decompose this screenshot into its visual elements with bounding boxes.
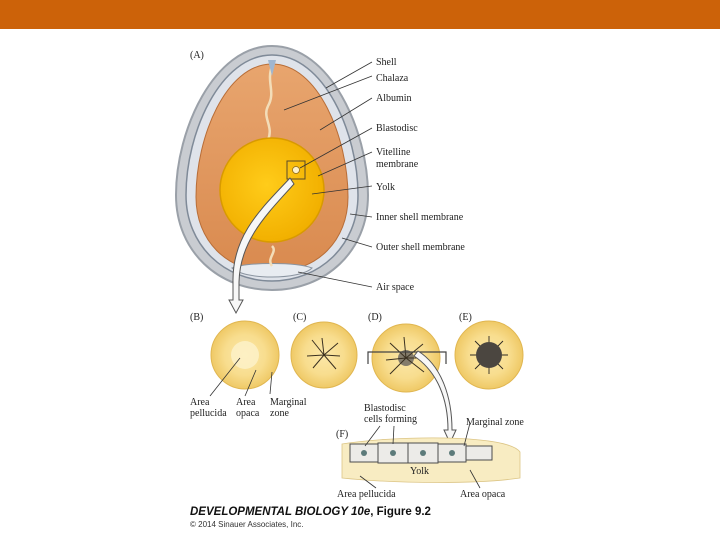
panel-a-label: (A) [190, 50, 204, 61]
label-blastodisc: Blastodisc [376, 123, 418, 134]
label-vitelline-2: membrane [376, 159, 419, 170]
egg-leader-lines [283, 61, 373, 288]
yolk [219, 137, 325, 243]
label-chalaza: Chalaza [376, 73, 409, 84]
copyright: © 2014 Sinauer Associates, Inc. [190, 520, 304, 529]
label-outer-shell: Outer shell membrane [376, 242, 465, 253]
label-marginal: Marginal [270, 397, 307, 408]
label-air-space: Air space [376, 282, 415, 293]
panel-d: (D) [367, 312, 457, 445]
label-shell: Shell [376, 57, 397, 68]
section-bracket [367, 351, 447, 364]
panel-c-label: (C) [293, 312, 306, 323]
air-space [231, 263, 313, 278]
caption-figure: , Figure 9.2 [370, 506, 431, 518]
panel-e-label: (E) [459, 312, 472, 323]
shell-tip [268, 60, 276, 76]
disc-e-center [476, 342, 502, 368]
label-opaca: opaca [236, 408, 260, 419]
disc-c-cleavage [306, 337, 341, 370]
label-section-yolk: Yolk [410, 466, 429, 477]
label-blastodisc-cells-1: Blastodisc [364, 403, 406, 414]
caption-edition: e [363, 506, 371, 518]
disc-e-rays [470, 336, 508, 374]
chalaza-bottom [269, 245, 275, 267]
blastodisc-box [286, 160, 306, 180]
label-area-opaca: Area opaca [460, 489, 506, 500]
arrow-d-to-f [413, 350, 457, 445]
label-blastodisc-cells-2: cells forming [364, 414, 417, 425]
label-area-1: Area [190, 397, 210, 408]
label-inner-shell: Inner shell membrane [376, 212, 464, 223]
disc-b-pellucida [231, 341, 259, 369]
panel-c: (C) [290, 312, 358, 389]
label-area-2: Area [236, 397, 256, 408]
label-area-pellucida: Area pellucida [337, 489, 396, 500]
figure-caption: DEVELOPMENTAL BIOLOGY 10e, Figure 9.2 [190, 506, 431, 518]
blastodisc [292, 166, 300, 174]
label-marginal-zone: Marginal zone [466, 417, 524, 428]
chalaza-top [265, 65, 274, 141]
disc-d-cleavage [385, 336, 427, 375]
caption-title: DEVELOPMENTAL BIOLOGY 10 [190, 506, 364, 518]
header-bar [0, 0, 720, 29]
panel-b-label: (B) [190, 312, 203, 323]
panel-f: (F) Blastodisc cells forming Marginal zo… [336, 403, 524, 500]
label-albumin: Albumin [376, 93, 412, 104]
panel-e: (E) [454, 312, 524, 390]
egg-labels: Shell Chalaza Albumin Blastodisc Vitelli… [376, 57, 465, 293]
cell-nuclei [361, 450, 455, 456]
label-vitelline-1: Vitelline [376, 147, 411, 158]
label-zone: zone [270, 408, 289, 419]
panel-f-label: (F) [336, 429, 348, 440]
label-yolk: Yolk [376, 182, 395, 193]
panel-a-egg: (A) [174, 44, 370, 315]
panel-d-label: (D) [368, 312, 382, 323]
arrow-a-to-b [228, 177, 295, 315]
label-pellucida: pellucida [190, 408, 227, 419]
panel-b: (B) Area pellucida Area opaca Marginal z… [190, 312, 307, 419]
